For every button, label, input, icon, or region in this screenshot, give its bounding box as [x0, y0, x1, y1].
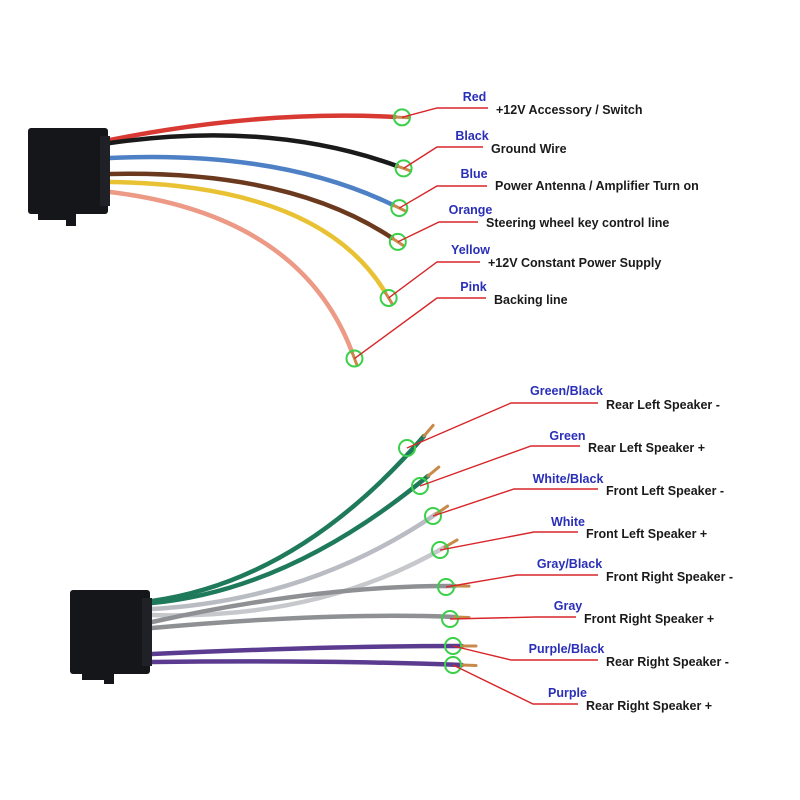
power-function-label-orange: Steering wheel key control line [486, 216, 669, 230]
speaker-marker-gray-black [437, 578, 455, 596]
speaker-wire-tip-purple [460, 663, 478, 668]
power-marker-yellow [379, 288, 398, 307]
power-wire-name-pink: Pink [460, 280, 486, 294]
speaker-leader-white [439, 531, 578, 551]
speaker-function-label-gray: Front Right Speaker + [584, 612, 714, 626]
speaker-wire-tip-green-black [422, 423, 435, 438]
speaker-wire-green [149, 473, 431, 606]
speaker-wires [149, 423, 478, 668]
speaker-function-label-white-black: Front Left Speaker - [606, 484, 724, 498]
power-marker-black [394, 159, 413, 178]
power-marker-orange [388, 232, 407, 251]
speaker-leader-purple [452, 664, 578, 705]
speaker-wire-name-white: White [551, 515, 585, 529]
power-function-label-blue: Power Antenna / Amplifier Turn on [495, 179, 699, 193]
power-wire-name-blue: Blue [460, 167, 487, 181]
speaker-function-label-green: Rear Left Speaker + [588, 441, 705, 455]
power-wire-name-red: Red [463, 90, 487, 104]
speaker-marker-purple-black [444, 637, 462, 655]
power-leader-red [401, 107, 488, 119]
power-leader-black [403, 146, 483, 169]
power-marker-red [392, 108, 411, 127]
speaker-wire-white-black [149, 511, 439, 612]
power-wire-orange [107, 171, 395, 241]
power-leader-blue [398, 185, 487, 209]
speaker-marker-white [431, 541, 449, 559]
power-function-label-yellow: +12V Constant Power Supply [488, 256, 661, 270]
speaker-wire-name-purple: Purple [548, 686, 587, 700]
speaker-wire-name-white-black: White/Black [533, 472, 604, 486]
speaker-wire-name-green-black: Green/Black [530, 384, 603, 398]
power-leader-pink [354, 297, 486, 360]
power-function-label-pink: Backing line [494, 293, 568, 307]
power-wire-pink [107, 189, 355, 355]
speaker-wire-name-gray-black: Gray/Black [537, 557, 602, 571]
power-wire-name-black: Black [455, 129, 488, 143]
speaker-leader-white-black [432, 488, 598, 517]
speaker-leader-gray-black [445, 574, 598, 588]
speaker-wire-tip-white-black [434, 504, 450, 516]
speaker-wire-tip-green [426, 465, 441, 478]
speaker-leader-green-black [406, 402, 598, 449]
power-wires [107, 113, 412, 367]
speaker-function-label-gray-black: Front Right Speaker - [606, 570, 733, 584]
power-function-label-black: Ground Wire [491, 142, 567, 156]
power-leader-orange [397, 221, 478, 243]
power-wire-name-yellow: Yellow [451, 243, 490, 257]
power-leader-yellow [388, 261, 480, 299]
power-marker-blue [390, 199, 409, 218]
speaker-leader-purple-black [452, 645, 598, 661]
speaker-function-label-purple-black: Rear Right Speaker - [606, 655, 729, 669]
speaker-leader-green [419, 445, 580, 487]
speaker-wire-name-green: Green [549, 429, 585, 443]
power-wire-red [107, 113, 398, 143]
power-connector [28, 128, 110, 226]
power-wire-blue [107, 154, 396, 208]
speaker-marker-white-black [424, 507, 442, 525]
speaker-function-label-white: Front Left Speaker + [586, 527, 707, 541]
speaker-wire-green-black [149, 433, 427, 604]
speaker-marker-green-black [398, 439, 416, 457]
speaker-marker-purple [444, 656, 462, 674]
speaker-wire-gray-black [149, 583, 458, 625]
power-wire-black [107, 133, 400, 169]
speaker-connector [70, 590, 152, 684]
speaker-wire-purple [149, 659, 465, 668]
speaker-wire-gray [149, 613, 458, 631]
power-wire-yellow [107, 179, 388, 295]
speaker-function-label-purple: Rear Right Speaker + [586, 699, 712, 713]
speaker-marker-green [411, 477, 429, 495]
power-marker-pink [345, 349, 364, 368]
speaker-wire-name-gray: Gray [554, 599, 583, 613]
speaker-function-label-green-black: Rear Left Speaker - [606, 398, 720, 412]
speaker-leader-gray [449, 616, 576, 620]
speaker-wire-purple-black [149, 643, 465, 657]
power-wire-name-orange: Orange [449, 203, 493, 217]
speaker-wire-name-purple-black: Purple/Black [529, 642, 605, 656]
power-function-label-red: +12V Accessory / Switch [496, 103, 643, 117]
